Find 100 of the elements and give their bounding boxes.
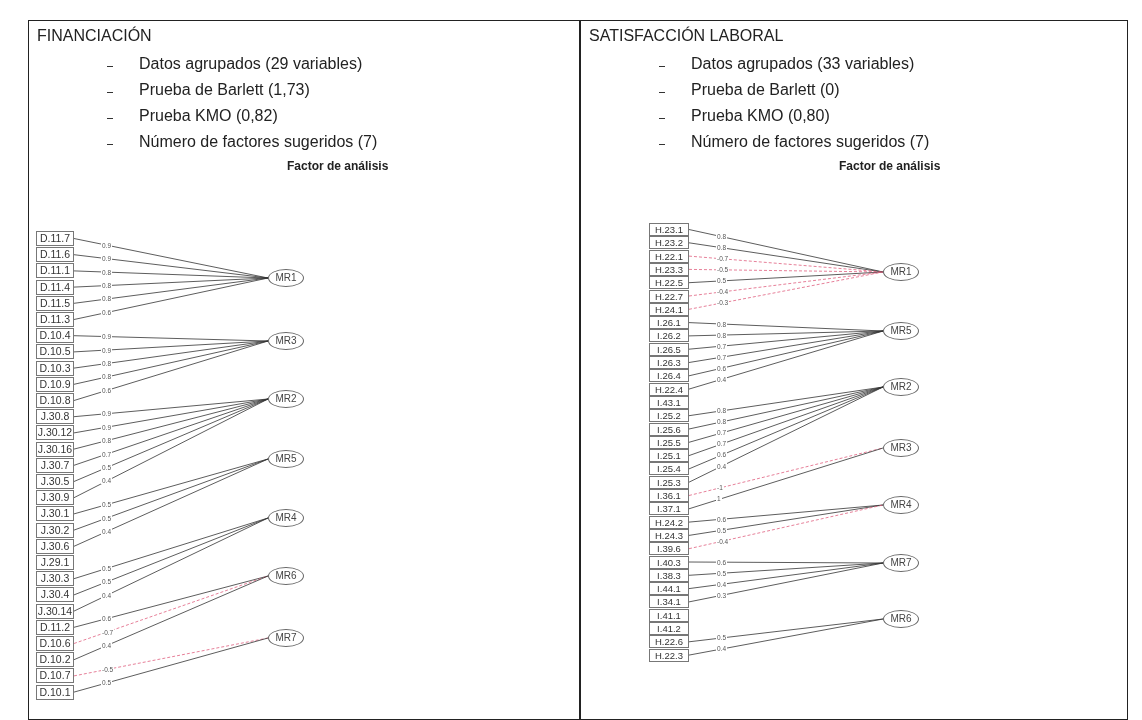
connector-line [73, 340, 269, 353]
subtitle: Factor de análisis [287, 159, 389, 173]
variable-box: J.30.4 [36, 587, 74, 603]
variable-box: D.10.3 [36, 360, 74, 376]
connector-line [688, 504, 884, 523]
variable-box: I.25.1 [649, 449, 689, 463]
connector-line [688, 504, 884, 550]
connector-line [688, 447, 884, 510]
panel-heading: FINANCIACIÓN [37, 27, 152, 45]
panel-heading: SATISFACCIÓN LABORAL [589, 27, 784, 45]
variable-box: J.30.16 [36, 441, 74, 457]
variable-box: D.10.9 [36, 376, 74, 392]
variable-box: H.22.4 [649, 382, 689, 396]
variable-box: D.11.5 [36, 295, 74, 311]
variable-box: J.30.1 [36, 506, 74, 522]
panel [580, 20, 1128, 720]
variable-box: I.25.2 [649, 409, 689, 423]
variable-box: H.22.6 [649, 635, 689, 649]
factor-ellipse: MR1 [883, 263, 919, 281]
variable-box: J.30.14 [36, 603, 74, 619]
variable-box: D.11.2 [36, 619, 74, 635]
connector-line [688, 330, 884, 390]
variable-box: D.11.3 [36, 312, 74, 327]
variable-box: I.36.1 [649, 489, 689, 502]
variable-box: I.37.1 [649, 502, 689, 516]
factor-ellipse: MR7 [883, 554, 919, 572]
connector-line [73, 277, 269, 288]
connector-line [73, 277, 269, 320]
list-item: Prueba de Barlett (0) [691, 81, 840, 99]
connector-line [73, 637, 269, 693]
variable-box: J.30.7 [36, 457, 74, 473]
variable-box: I.41.2 [649, 622, 689, 635]
factor-ellipse: MR7 [268, 629, 304, 647]
factor-ellipse: MR2 [883, 378, 919, 396]
list-item: Prueba KMO (0,80) [691, 107, 830, 125]
variable-box: H.22.1 [649, 249, 689, 263]
variable-box: I.40.3 [649, 555, 689, 569]
variable-box: J.30.9 [36, 490, 74, 506]
variable-box: D.10.6 [36, 636, 74, 651]
list-item: Datos agrupados (29 variables) [139, 55, 363, 73]
variable-box: D.11.1 [36, 263, 74, 279]
variable-box: J.30.8 [36, 409, 74, 425]
variable-box: I.41.1 [649, 608, 689, 622]
variable-box: D.10.1 [36, 684, 74, 700]
variable-box: D.10.5 [36, 344, 74, 360]
list-item: Número de factores sugeridos (7) [691, 133, 930, 151]
factor-ellipse: MR2 [268, 390, 304, 408]
list-item: Prueba de Barlett (1,73) [139, 81, 310, 99]
connector-line [688, 618, 884, 656]
variable-box: I.44.1 [649, 582, 689, 596]
variable-box: H.22.5 [649, 276, 689, 290]
variable-box: D.11.4 [36, 279, 74, 295]
variable-box: I.25.6 [649, 422, 689, 436]
variable-box: D.10.4 [36, 328, 74, 344]
connector-line [73, 398, 269, 418]
factor-ellipse: MR3 [883, 439, 919, 457]
connector-line [73, 575, 269, 661]
connector-line [73, 340, 269, 401]
variable-box: I.25.3 [649, 475, 689, 489]
connector-line [73, 517, 269, 612]
variable-box: I.26.1 [649, 316, 689, 330]
factor-ellipse: MR4 [883, 496, 919, 514]
factor-ellipse: MR4 [268, 509, 304, 527]
variable-box: I.25.4 [649, 462, 689, 476]
list-item: Prueba KMO (0,82) [139, 107, 278, 125]
factor-ellipse: MR5 [883, 322, 919, 340]
variable-box: H.23.1 [649, 223, 689, 236]
connector-line [73, 458, 269, 547]
connector-line [688, 330, 884, 337]
panel [28, 20, 580, 720]
factor-ellipse: MR6 [883, 610, 919, 628]
list-item: Número de factores sugeridos (7) [139, 133, 378, 151]
variable-box: D.10.7 [36, 668, 74, 684]
variable-box: H.24.2 [649, 515, 689, 529]
variable-box: D.11.7 [36, 231, 74, 246]
connector-line [73, 458, 269, 531]
variable-box: I.26.3 [649, 356, 689, 369]
factor-ellipse: MR1 [268, 269, 304, 287]
variable-box: I.26.4 [649, 369, 689, 383]
variable-box: J.30.3 [36, 571, 74, 587]
variable-box: I.34.1 [649, 595, 689, 609]
connector-line [688, 562, 884, 603]
connector-line [73, 517, 269, 596]
variable-box: J.30.6 [36, 538, 74, 554]
connector-line [688, 562, 884, 576]
connector-line [688, 504, 884, 536]
variable-box: I.26.2 [649, 329, 689, 343]
variable-box: J.30.5 [36, 474, 74, 489]
factor-ellipse: MR5 [268, 450, 304, 468]
factor-ellipse: MR6 [268, 567, 304, 585]
connector-line [688, 271, 884, 284]
connector-line [73, 398, 269, 499]
variable-box: J.30.2 [36, 522, 74, 538]
connector-line [688, 271, 884, 310]
variable-box: D.10.2 [36, 652, 74, 668]
factor-ellipse: MR3 [268, 332, 304, 350]
variable-box: H.22.7 [649, 289, 689, 303]
list-item: Datos agrupados (33 variables) [691, 55, 915, 73]
connector-line [73, 398, 269, 482]
variable-box: D.11.6 [36, 247, 74, 263]
